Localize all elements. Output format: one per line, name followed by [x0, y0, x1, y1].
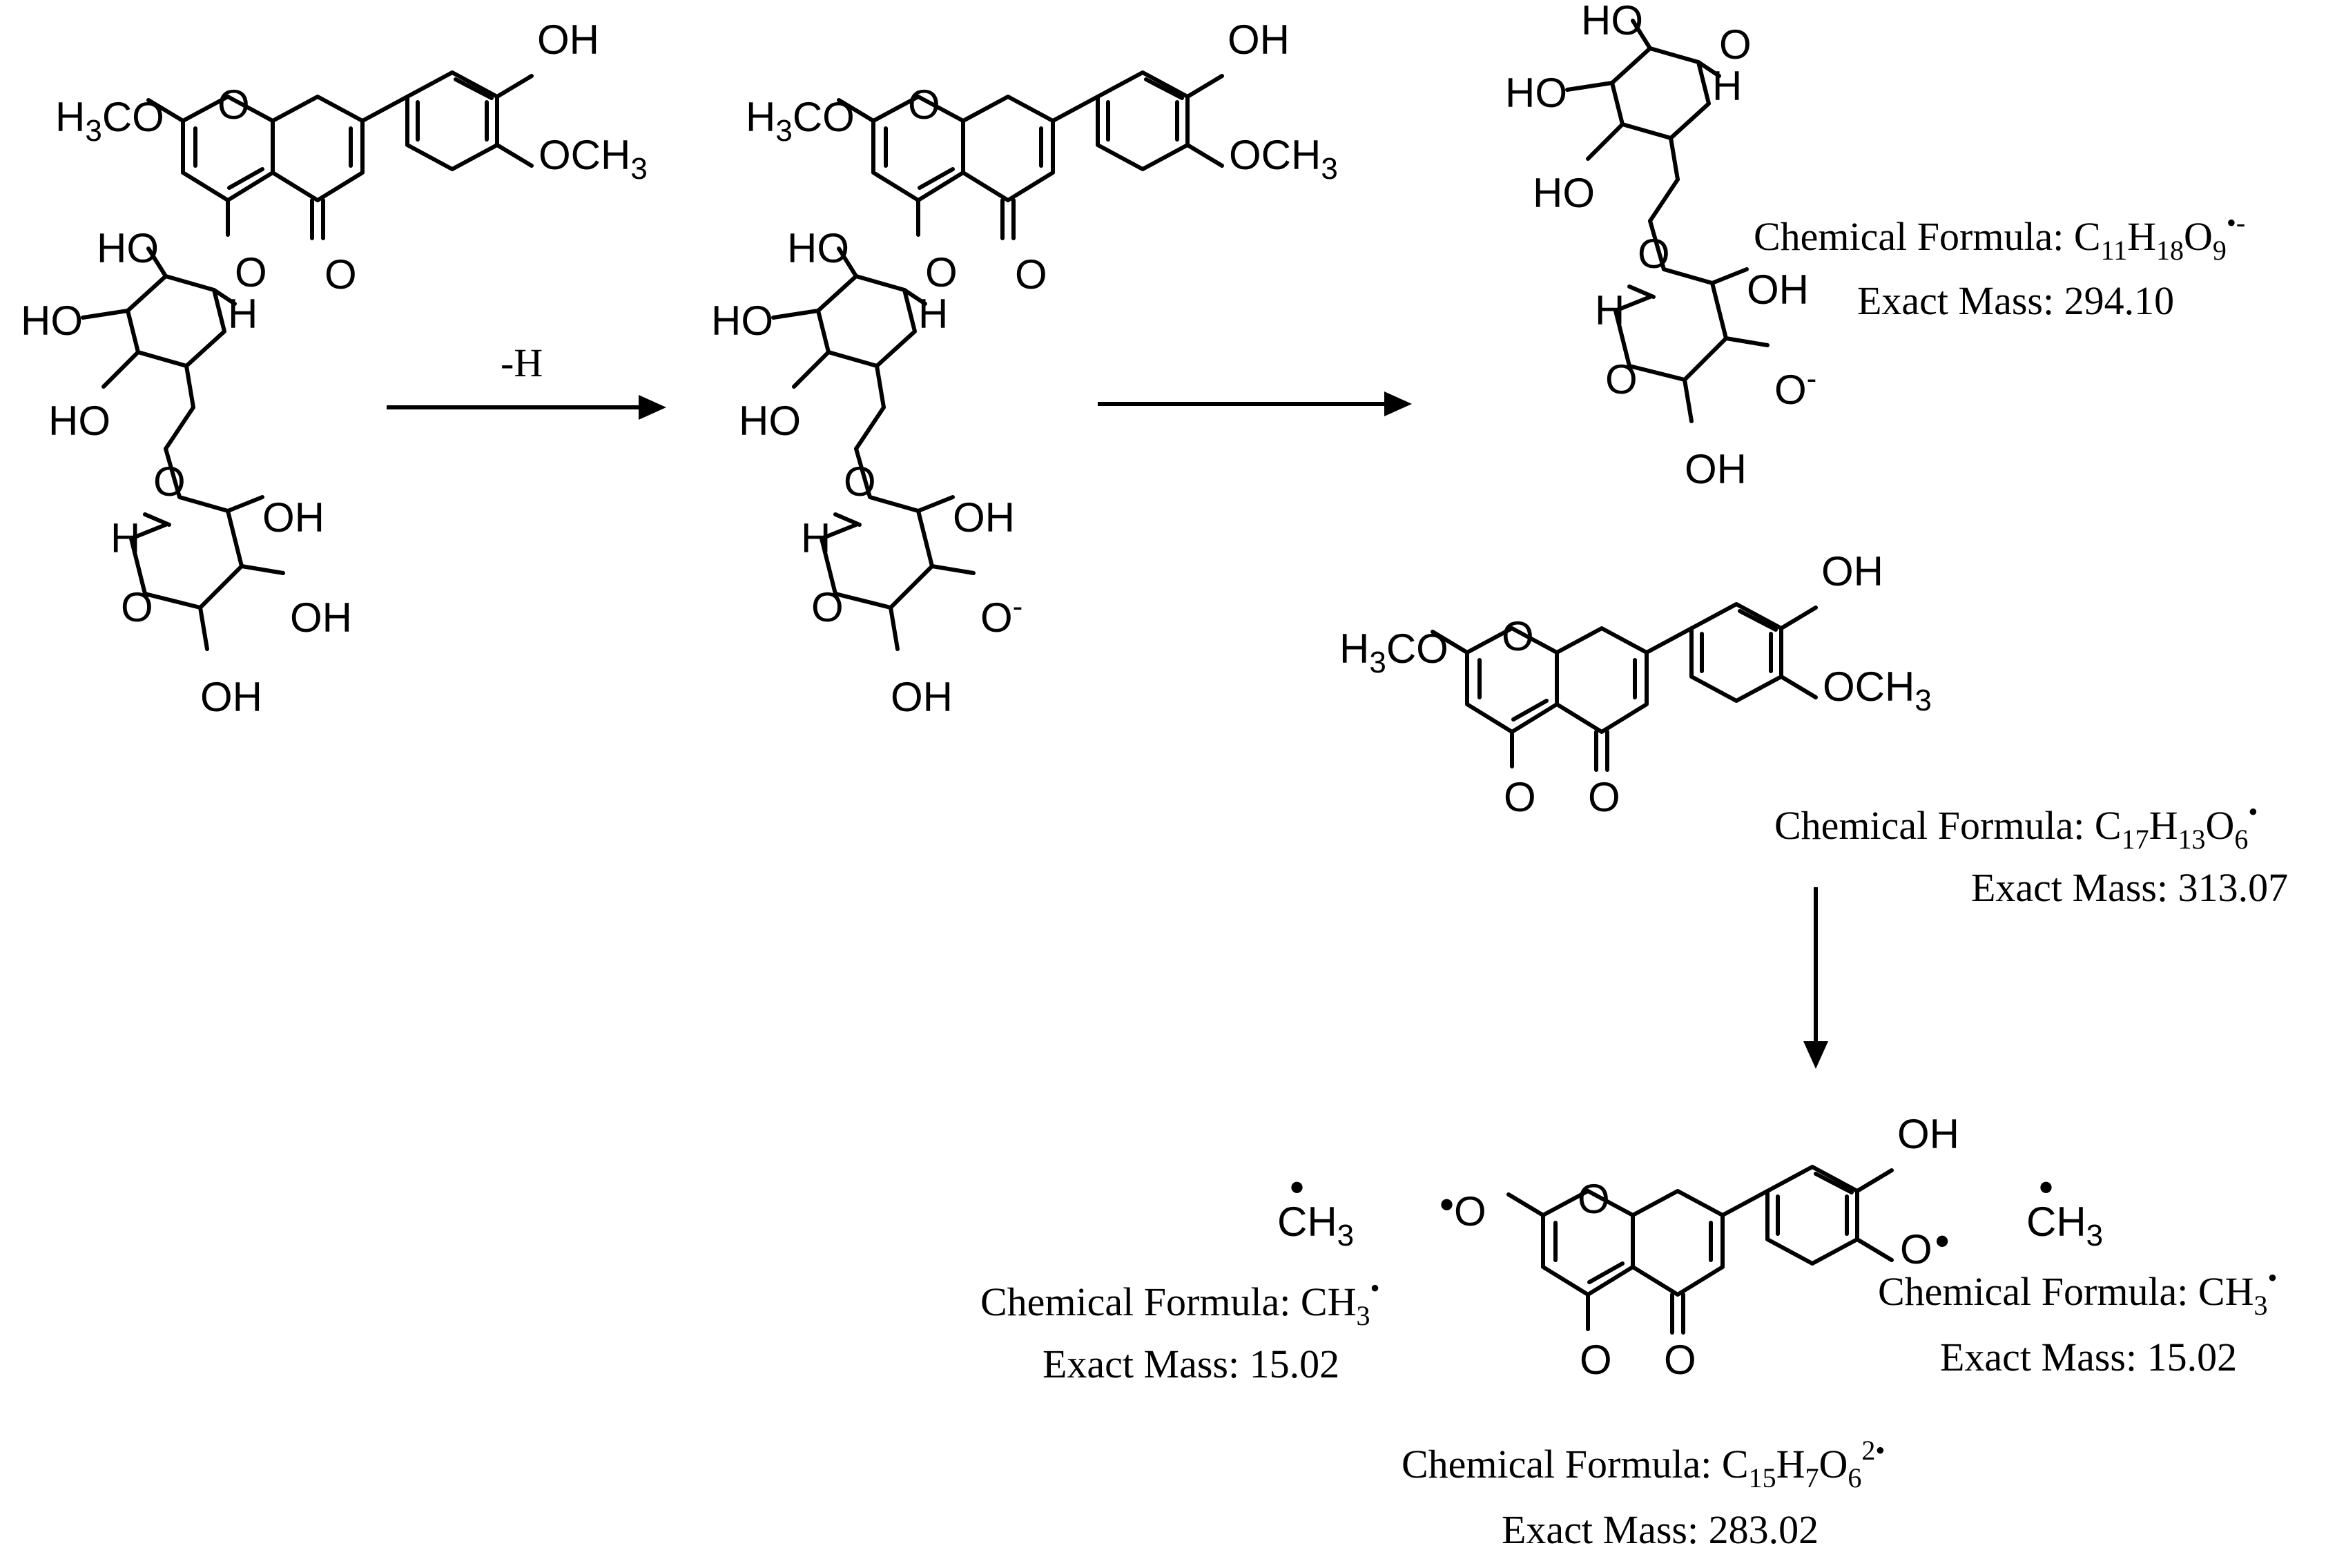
- svg-text:H: H: [918, 291, 948, 337]
- methyl-right-formula: Chemical Formula: CH3•: [1878, 1262, 2278, 1321]
- svg-text:H: H: [1595, 287, 1625, 333]
- svg-text:O: O: [153, 458, 186, 505]
- diradical-mass: Exact Mass: 283.02: [1502, 1507, 1819, 1552]
- svg-text:O: O: [1504, 774, 1536, 820]
- svg-text:H: H: [801, 515, 831, 561]
- svg-text:HO: HO: [97, 225, 159, 271]
- svg-text:OH: OH: [953, 494, 1015, 541]
- diradical-product: O OH O• •O O O: [1439, 1111, 1959, 1383]
- svg-text:O: O: [1578, 1176, 1610, 1222]
- svg-text:O: O: [1015, 251, 1047, 298]
- sugar-fragment-caption: Chemical Formula: C11H18O9•- Exact Mass:…: [1754, 207, 2245, 323]
- svg-text:CH3: CH3: [1277, 1199, 1354, 1252]
- svg-text:O: O: [1664, 1337, 1696, 1383]
- sugar-mass: Exact Mass: 294.10: [1857, 278, 2174, 323]
- svg-text:OH: OH: [1685, 446, 1747, 492]
- svg-text:O: O: [908, 81, 940, 128]
- svg-text:H3CO: H3CO: [746, 94, 855, 148]
- svg-text:H: H: [228, 291, 258, 337]
- svg-text:HO: HO: [1533, 170, 1595, 216]
- svg-text:O•: O•: [1900, 1218, 1950, 1272]
- arrow-label: -H: [501, 340, 543, 385]
- sugar-formula: Chemical Formula: C11H18O9•-: [1754, 207, 2245, 266]
- starting-glycoside: O OH OCH3 H3CO O O HO HO HO H O OH OH OH…: [21, 17, 648, 720]
- svg-text:OH: OH: [200, 674, 262, 720]
- svg-text:O-: O-: [1774, 362, 1816, 413]
- methyl-radical-left: CH3 • Chemical Formula: CH3• Exact Mass:…: [980, 1164, 1380, 1386]
- deprotonated-glycoside: O OH OCH3 H3CO O O HO HO HO H O OH O- OH…: [711, 17, 1338, 720]
- methyl-left-mass: Exact Mass: 15.02: [1043, 1342, 1339, 1386]
- svg-text:OCH3: OCH3: [1229, 132, 1338, 186]
- svg-text:OH: OH: [891, 674, 953, 720]
- svg-text:H: H: [110, 515, 140, 561]
- svg-text:O: O: [1588, 774, 1620, 820]
- reaction-arrow-demethylation: [1803, 887, 1828, 1069]
- svg-text:HO: HO: [711, 298, 773, 344]
- svg-text:OH: OH: [1897, 1111, 1959, 1157]
- diradical-caption: Chemical Formula: C15H7O62• Exact Mass: …: [1402, 1435, 1885, 1552]
- aglycone-mass: Exact Mass: 313.07: [1971, 865, 2288, 910]
- svg-text:OH: OH: [537, 17, 599, 63]
- sugar-fragment: O O HO HO HO H OH O- OH H O: [1505, 0, 1816, 492]
- reaction-arrow-deprotonation: -H: [387, 340, 666, 420]
- svg-text:O: O: [925, 249, 958, 296]
- aglycone-radical: O OH OCH3 H3CO O O: [1339, 548, 1932, 820]
- svg-text:OH: OH: [262, 494, 324, 541]
- svg-text:H: H: [1712, 63, 1742, 109]
- reaction-arrow-cleavage: [1098, 391, 1412, 416]
- svg-text:H3CO: H3CO: [1339, 626, 1448, 679]
- svg-text:HO: HO: [739, 398, 801, 444]
- svg-text:OH: OH: [1821, 548, 1883, 594]
- svg-text:O: O: [811, 584, 844, 630]
- svg-text:HO: HO: [48, 398, 110, 444]
- svg-text:O: O: [1719, 21, 1752, 68]
- svg-text:O: O: [844, 458, 876, 505]
- svg-text:•: •: [1290, 1164, 1304, 1210]
- svg-text:O: O: [235, 249, 267, 296]
- aglycone-caption: Chemical Formula: C17H13O6• Exact Mass: …: [1774, 796, 2288, 910]
- diradical-formula: Chemical Formula: C15H7O62•: [1402, 1435, 1885, 1493]
- svg-text:O: O: [121, 584, 153, 630]
- svg-text:O-: O-: [980, 590, 1022, 641]
- svg-text:O: O: [1605, 356, 1638, 403]
- aglycone-formula: Chemical Formula: C17H13O6•: [1774, 796, 2258, 855]
- svg-text:OH: OH: [290, 594, 352, 641]
- svg-text:OH: OH: [1228, 17, 1290, 63]
- svg-text:HO: HO: [1581, 0, 1643, 43]
- svg-text:HO: HO: [21, 298, 83, 344]
- svg-text:HO: HO: [787, 225, 849, 271]
- svg-text:O: O: [324, 251, 357, 298]
- svg-text:O: O: [1638, 231, 1670, 277]
- svg-text:•O: •O: [1439, 1181, 1486, 1235]
- methyl-left-formula: Chemical Formula: CH3•: [980, 1272, 1380, 1331]
- svg-text:OH: OH: [1747, 267, 1809, 313]
- svg-text:OCH3: OCH3: [1823, 664, 1932, 717]
- svg-text:O: O: [1502, 613, 1534, 659]
- svg-text:O: O: [1580, 1337, 1612, 1383]
- methyl-right-mass: Exact Mass: 15.02: [1940, 1335, 2237, 1380]
- svg-text:H3CO: H3CO: [55, 94, 164, 148]
- methyl-radical-right: CH3 • Chemical Formula: CH3• Exact Mass:…: [1878, 1164, 2278, 1380]
- svg-text:OCH3: OCH3: [539, 132, 648, 186]
- svg-text:HO: HO: [1505, 70, 1567, 116]
- svg-text:CH3: CH3: [2026, 1199, 2103, 1252]
- svg-text:•: •: [2039, 1164, 2053, 1210]
- ring-oxygen-label: O: [217, 81, 250, 128]
